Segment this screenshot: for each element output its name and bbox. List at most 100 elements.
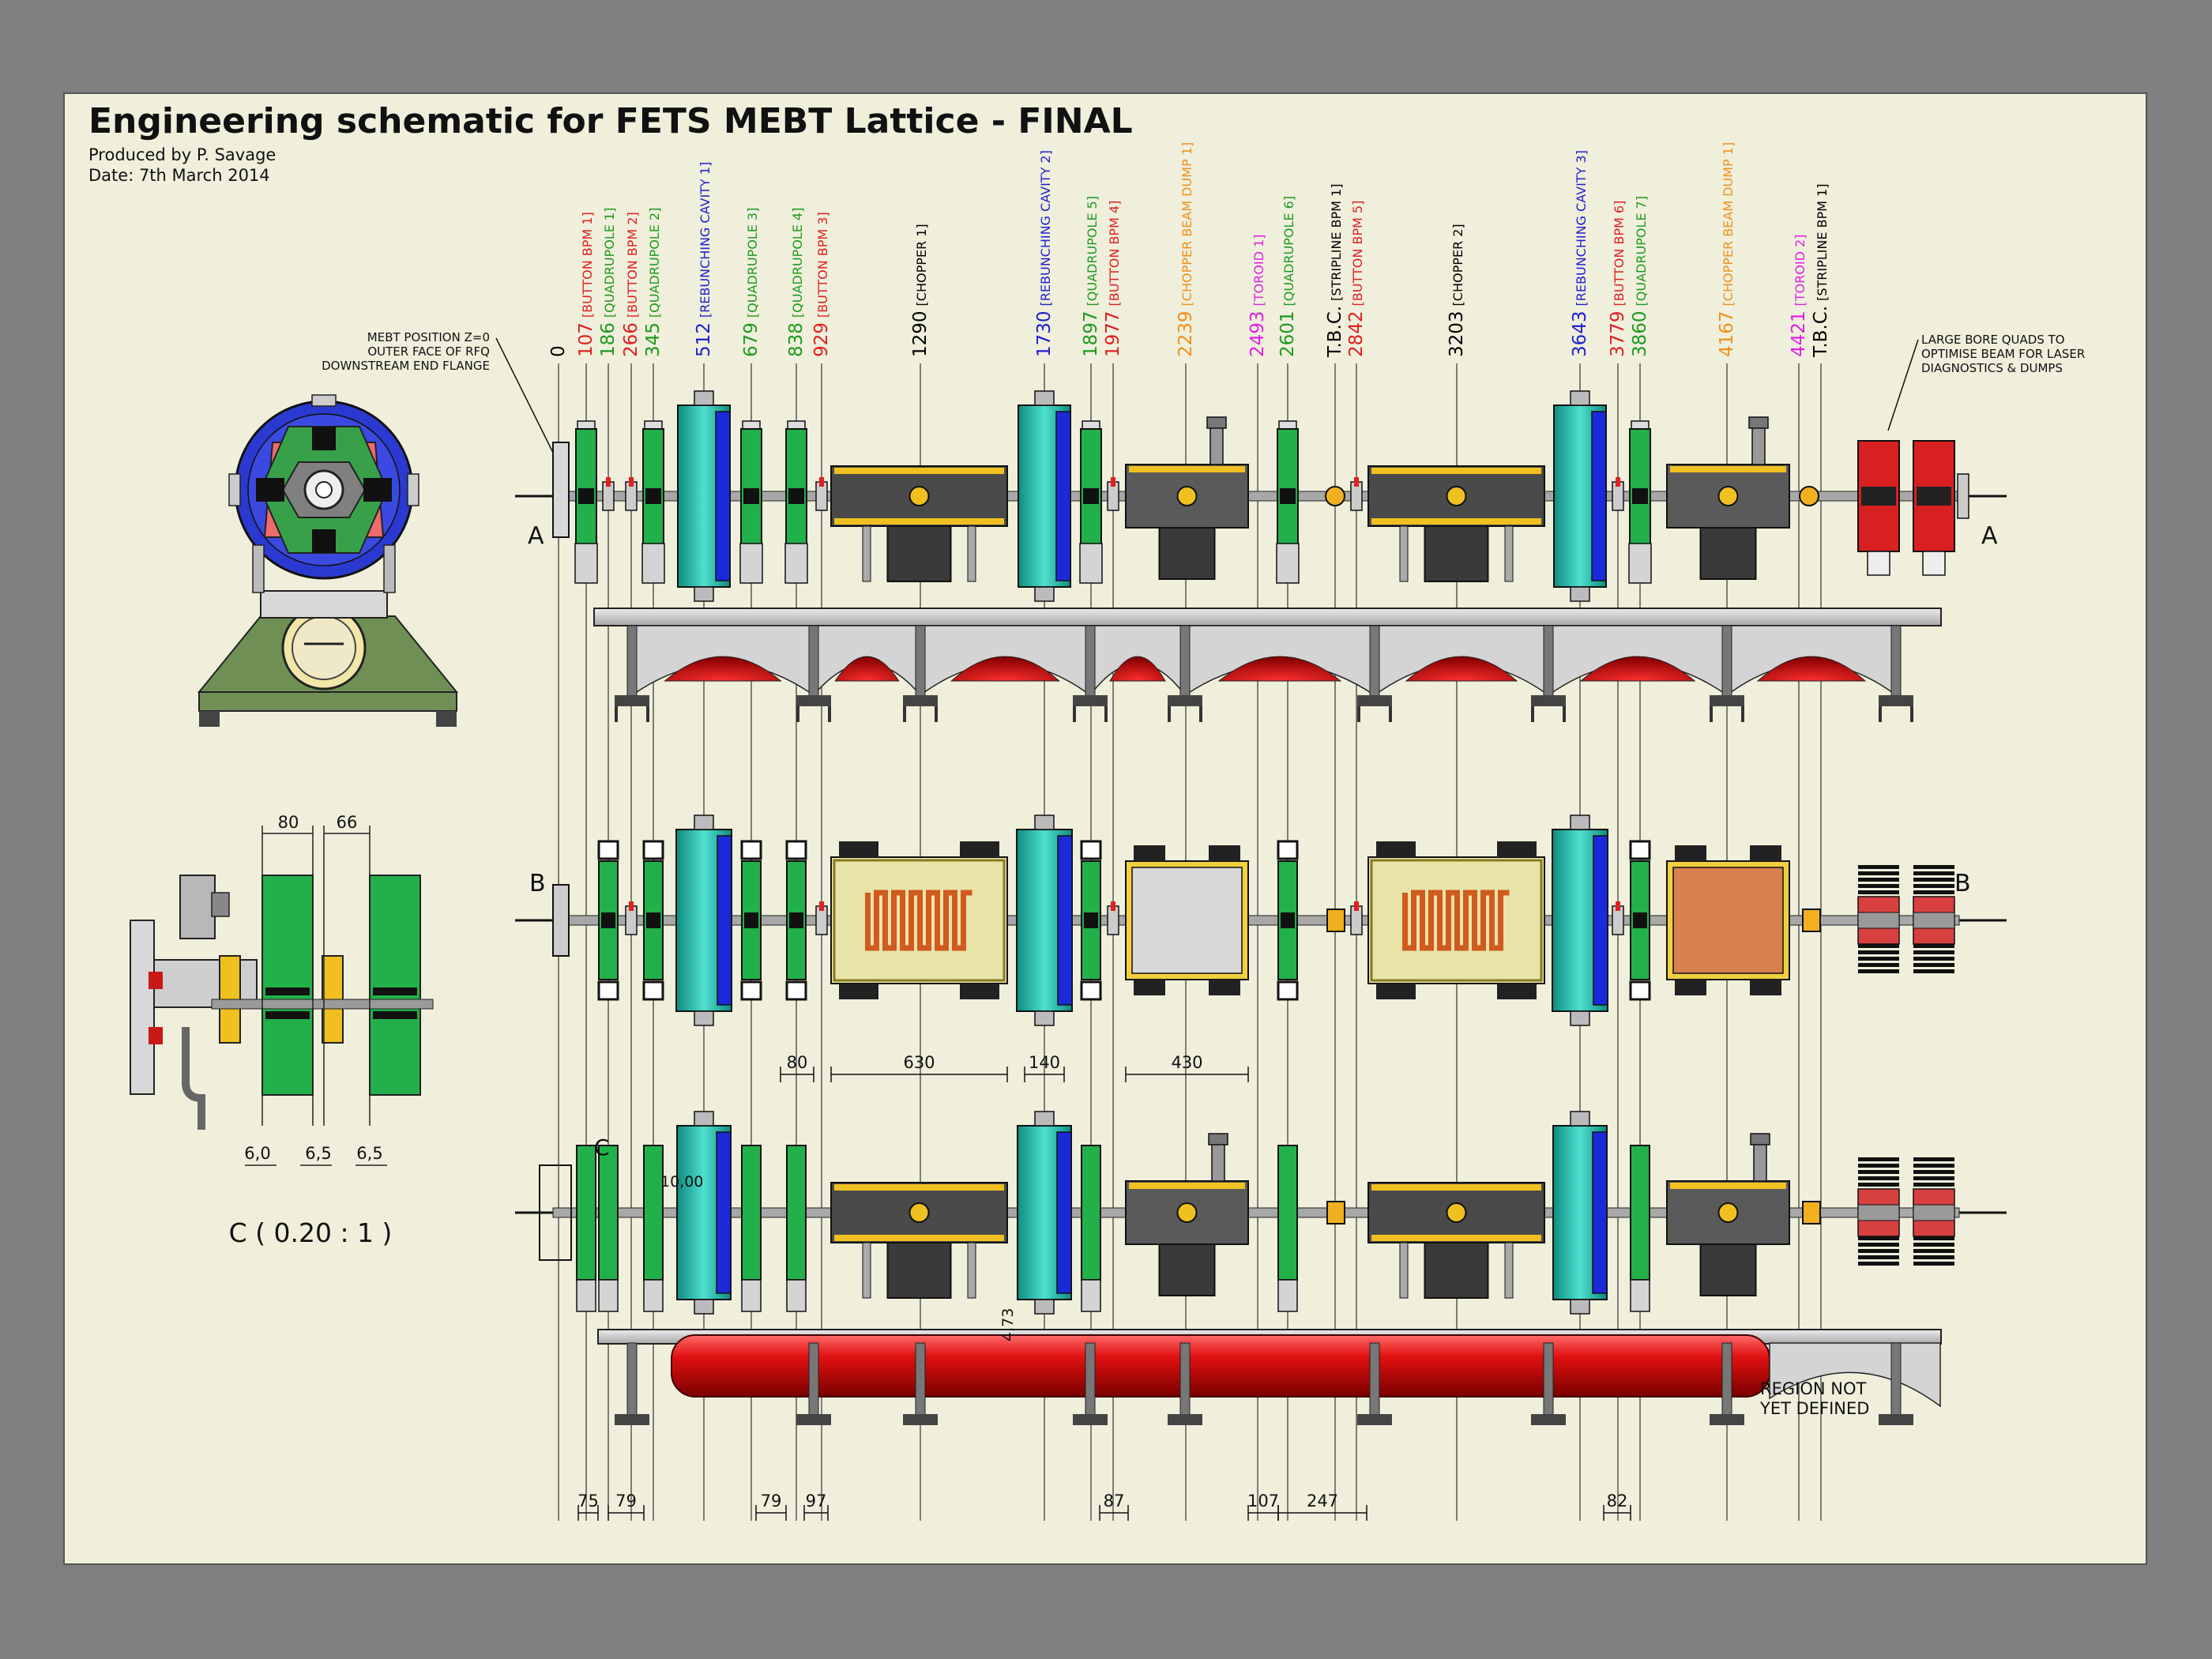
girder-leg bbox=[626, 625, 638, 705]
coil-winding bbox=[1858, 1176, 1899, 1180]
chopper-pump bbox=[1424, 1242, 1489, 1299]
girder-arch-fill bbox=[1109, 656, 1166, 682]
element-position: 3860 bbox=[1630, 310, 1650, 357]
element-position: 1290 bbox=[910, 310, 931, 357]
girder-bolt bbox=[615, 706, 649, 722]
element-label: 3860[QUADRUPOLE 7] bbox=[1630, 196, 1650, 357]
quad-stand bbox=[1630, 1279, 1650, 1312]
detail-scale-label: C ( 0.20 : 1 ) bbox=[229, 1217, 393, 1248]
actuator-head bbox=[1748, 416, 1769, 429]
quadrupole bbox=[598, 1145, 619, 1281]
bpm-button bbox=[819, 477, 824, 487]
element-label: 2493[TOROID 1] bbox=[1247, 235, 1268, 357]
chopper-leg bbox=[862, 525, 871, 582]
element-label: T.B.C.[STRIPLINE BPM 1] bbox=[1325, 184, 1345, 358]
detail-c-view: 80 66 6,0 6,5 6,5 C ( 0.20 : 1 ) bbox=[130, 813, 434, 1248]
element-label: 4167[CHOPPER BEAM DUMP 1] bbox=[1717, 142, 1737, 357]
beam-dump-interior bbox=[1131, 867, 1243, 974]
chopper-strip bbox=[834, 1184, 1004, 1191]
quad-stand bbox=[643, 1279, 664, 1312]
coil-winding bbox=[1858, 1183, 1899, 1187]
beam-dump-pump bbox=[1158, 1243, 1216, 1296]
element-label: 0 bbox=[548, 345, 569, 357]
z0-note-line-2: OUTER FACE OF RFQ bbox=[367, 344, 490, 359]
quad-stand bbox=[1867, 551, 1890, 576]
quadrupole-yoke bbox=[645, 488, 661, 504]
quad-cap bbox=[742, 420, 761, 430]
element-position: 4167 bbox=[1717, 310, 1737, 357]
cavity-port bbox=[1570, 1010, 1590, 1026]
quad-cap bbox=[577, 420, 596, 430]
z0-note-line-3: DOWNSTREAM END FLANGE bbox=[322, 359, 490, 373]
quad-stand bbox=[1079, 543, 1103, 584]
girder-bolt bbox=[1879, 706, 1913, 722]
chopper-foot bbox=[839, 984, 878, 999]
quadrupole-yoke bbox=[1281, 912, 1295, 928]
chopper-strip bbox=[834, 518, 1004, 525]
cavity-plate bbox=[1056, 1131, 1072, 1294]
element-label: 1977[BUTTON BPM 4] bbox=[1103, 201, 1123, 357]
top-dimension: 430 bbox=[1171, 1053, 1202, 1072]
girder-leg bbox=[1369, 625, 1380, 705]
girder-bolt bbox=[1168, 706, 1202, 722]
chopper-leg bbox=[967, 525, 976, 582]
coil-winding bbox=[1913, 890, 1954, 894]
girder-foot bbox=[1879, 695, 1913, 706]
girder-foot bbox=[796, 695, 831, 706]
bpm-button bbox=[1616, 477, 1620, 487]
chopper-frame bbox=[833, 859, 1006, 982]
girder-bolt bbox=[796, 706, 831, 722]
large-bore-quad-core bbox=[1917, 487, 1951, 506]
quadrupole-yoke bbox=[744, 912, 758, 928]
element-name: [REBUNCHING CAVITY 3] bbox=[1574, 150, 1589, 306]
cavity-port bbox=[1034, 1010, 1055, 1026]
date-line: Date: 7th March 2014 bbox=[88, 166, 270, 185]
large-bore-note-line-1: LARGE BORE QUADS TO bbox=[1921, 333, 2065, 347]
coil-winding bbox=[1858, 871, 1899, 875]
girder-foot bbox=[615, 1414, 649, 1425]
bottom-dimension: 97 bbox=[806, 1492, 827, 1510]
element-label: 2842[BUTTON BPM 5] bbox=[1346, 201, 1367, 357]
bpm-button bbox=[606, 477, 611, 487]
bottom-dimension: 82 bbox=[1607, 1492, 1628, 1510]
quad-coil bbox=[1080, 840, 1102, 860]
quadrupole-yoke bbox=[743, 488, 759, 504]
meander-electrode bbox=[1402, 890, 1510, 951]
quadrupole-yoke bbox=[1084, 912, 1098, 928]
coil-winding bbox=[1913, 1157, 1954, 1161]
cavity-port bbox=[1034, 586, 1055, 602]
element-label: 1290[CHOPPER 1] bbox=[910, 224, 931, 357]
actuator bbox=[1209, 424, 1224, 465]
girder-arch-fill bbox=[1579, 656, 1696, 682]
quad-coil bbox=[740, 980, 762, 1001]
coil-winding bbox=[1913, 865, 1954, 869]
element-name: [QUADRUPOLE 1] bbox=[602, 208, 617, 318]
bottom-dimension: 107 bbox=[1247, 1492, 1279, 1510]
bpm-button bbox=[1111, 477, 1115, 487]
quad-coil bbox=[1629, 980, 1651, 1001]
girder-leg bbox=[1890, 625, 1902, 705]
cavity-port bbox=[694, 1010, 714, 1026]
coil-winding bbox=[1913, 1243, 1954, 1247]
section-c-label: C bbox=[594, 1134, 610, 1161]
vacuum-pipe bbox=[671, 1334, 1770, 1398]
chopper-leg bbox=[1399, 525, 1409, 582]
element-position: 345 bbox=[643, 322, 664, 357]
girder-foot bbox=[903, 695, 938, 706]
quad-coil bbox=[1277, 840, 1299, 860]
element-name: [QUADRUPOLE 2] bbox=[647, 208, 662, 318]
element-position: 107 bbox=[576, 322, 596, 357]
girder-foot bbox=[1168, 1414, 1202, 1425]
coil-winding bbox=[1913, 1255, 1954, 1259]
element-label: 2239[CHOPPER BEAM DUMP 1] bbox=[1176, 142, 1196, 357]
coil-winding bbox=[1913, 878, 1954, 882]
chopper-port bbox=[1446, 1202, 1467, 1223]
elevation-view-c bbox=[515, 1111, 2007, 1425]
coil-winding bbox=[1858, 878, 1899, 882]
section-b-right-label: B bbox=[1954, 870, 1971, 897]
elevation-view-a bbox=[515, 390, 2007, 722]
girder-leg bbox=[1543, 625, 1554, 705]
quad-stand bbox=[1277, 1279, 1298, 1312]
